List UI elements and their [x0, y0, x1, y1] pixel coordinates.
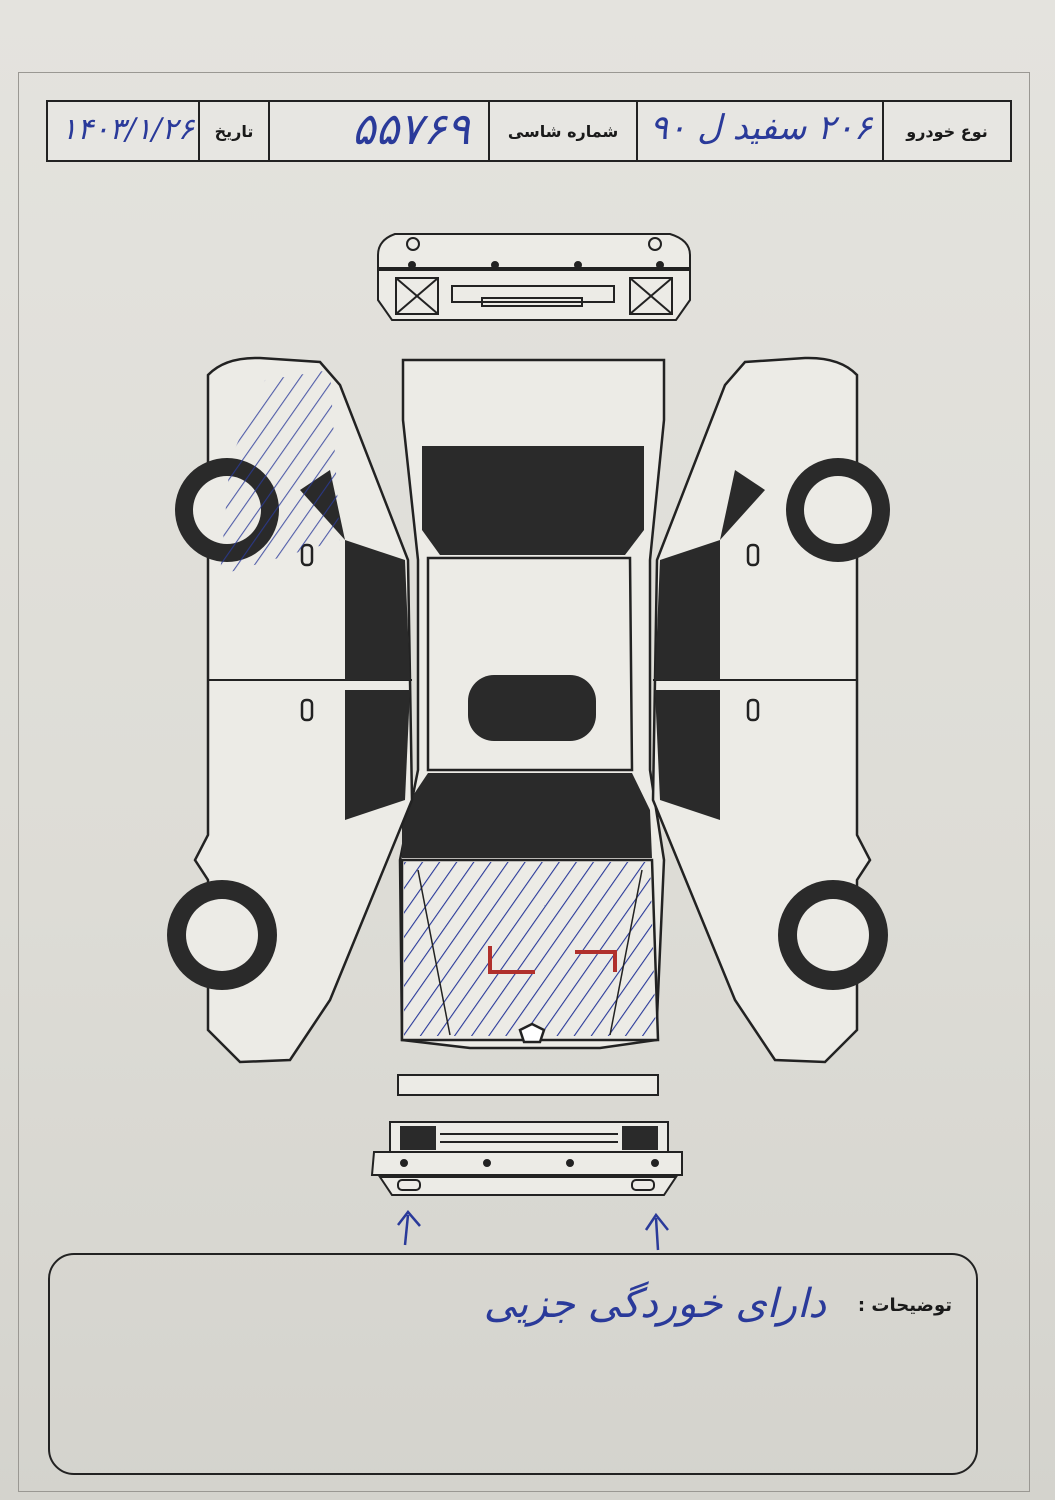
front-bumper	[370, 1121, 683, 1196]
date-label-cell: تاریخ	[198, 102, 268, 160]
chassis-value-cell: ۵۵۷۶۹	[268, 102, 488, 160]
chassis-value: ۵۵۷۶۹	[351, 104, 470, 155]
chassis-label: شماره شاسی	[507, 121, 619, 141]
car-top-view	[398, 358, 666, 1050]
date-value-cell: ۱۴۰۳/۱/۲۶	[48, 102, 198, 160]
car-right-side-view	[651, 356, 890, 1064]
notes-box: توضیحات : دارای خوردگی جزیی	[48, 1253, 978, 1475]
car-left-side-view	[167, 356, 414, 1064]
car-type-value-cell: ۲۰۶ سفید ل ۹۰	[636, 102, 882, 160]
header-table: نوع خودرو ۲۰۶ سفید ل ۹۰ شماره شاسی ۵۵۷۶۹…	[46, 100, 1012, 162]
page-border	[18, 72, 1030, 1492]
chassis-label-cell: شماره شاسی	[488, 102, 636, 160]
rear-bumper	[377, 233, 691, 321]
date-value: ۱۴۰۳/۱/۲۶	[60, 112, 194, 147]
notes-label: توضیحات :	[857, 1295, 952, 1316]
date-label: تاریخ	[214, 121, 254, 141]
notes-text: دارای خوردگی جزیی	[483, 1281, 826, 1327]
hood-damage-mark	[488, 946, 617, 974]
car-type-label: نوع خودرو	[906, 121, 988, 141]
front-bumper-strip	[397, 1074, 659, 1096]
car-type-label-cell: نوع خودرو	[882, 102, 1010, 160]
car-type-value: ۲۰۶ سفید ل ۹۰	[649, 108, 872, 148]
handwritten-arrows	[397, 1210, 669, 1251]
